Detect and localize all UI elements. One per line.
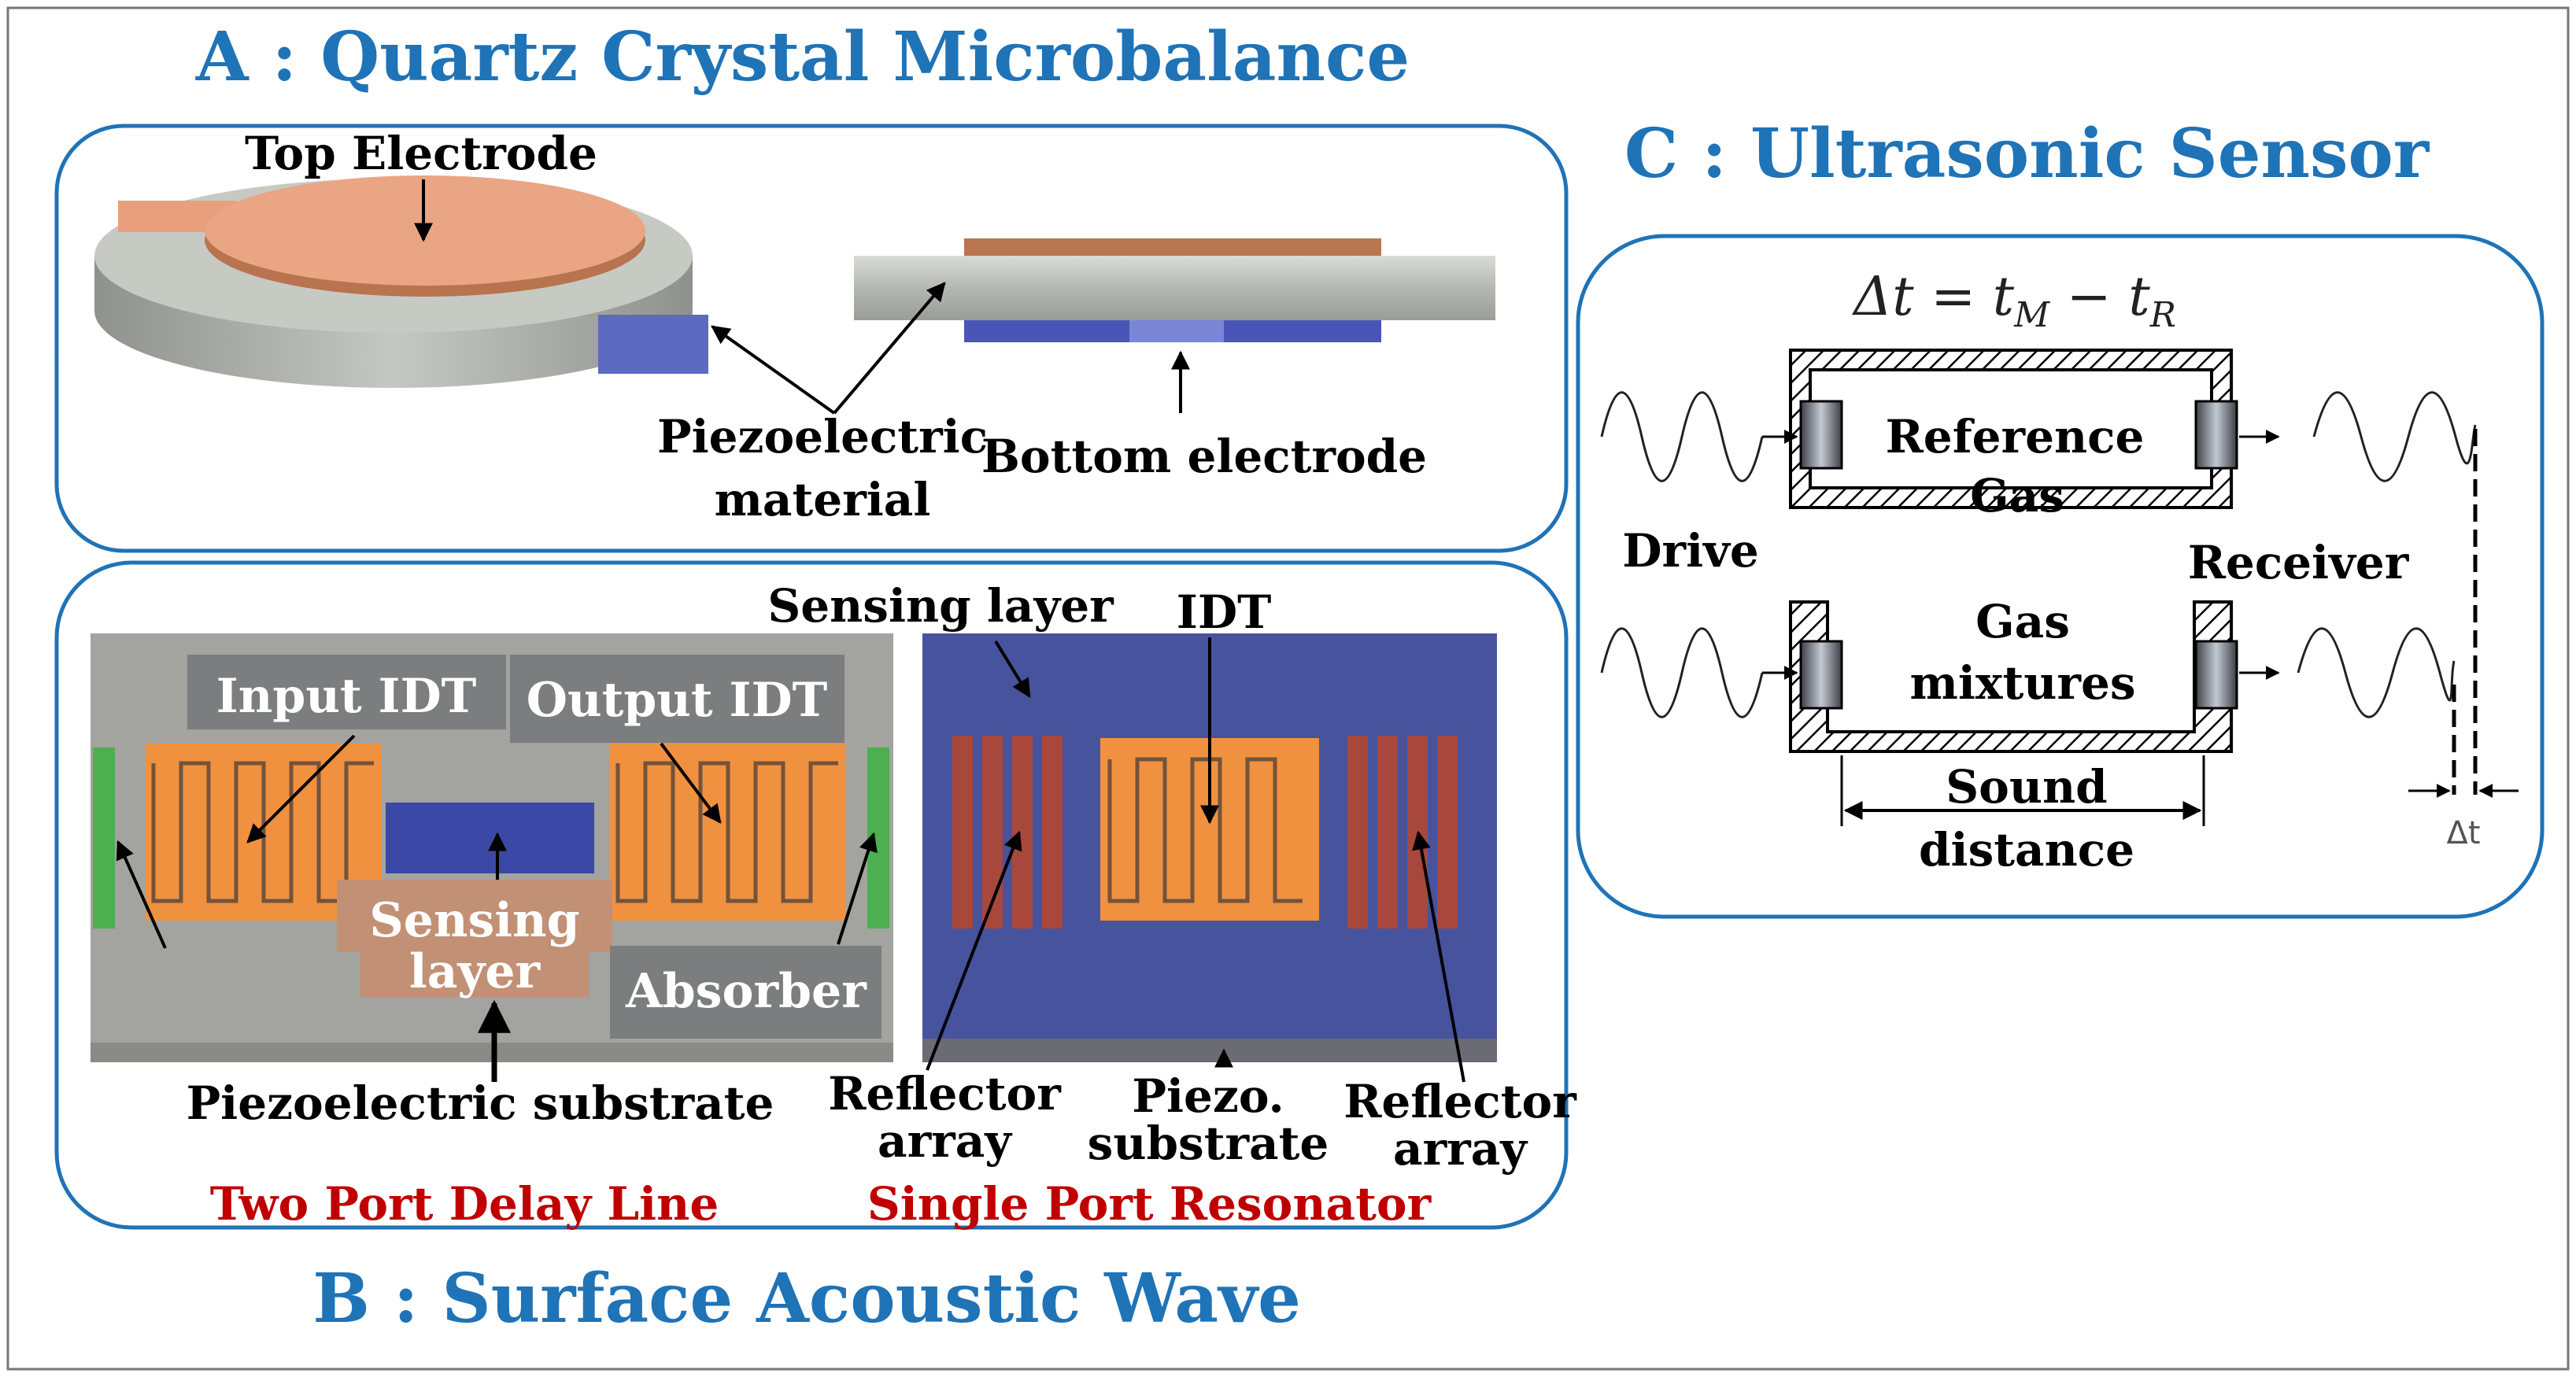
- reflector-left-label-2: array: [878, 1114, 1013, 1168]
- absorber-label: Absorber: [625, 964, 867, 1019]
- idt-label: IDT: [1177, 585, 1272, 639]
- two-port-caption: Two Port Delay Line: [210, 1177, 719, 1231]
- absorber-right: [867, 748, 889, 928]
- receiver-transducer-bottom: [2194, 640, 2238, 710]
- section-c-title: C : Ultrasonic Sensor: [1624, 114, 2430, 194]
- sound-distance-label-2: distance: [1919, 823, 2134, 877]
- reference-gas-label-2: Gas: [1970, 469, 2064, 522]
- piezo-material-label-2: material: [715, 473, 931, 526]
- input-idt-label: Input IDT: [216, 669, 477, 724]
- outer-frame: [6, 6, 2570, 1371]
- delta-t-equation: Δt = tM − tR: [1851, 266, 2176, 335]
- input-idt-arrow: [246, 734, 356, 844]
- receiver-wave-top: [2312, 391, 2477, 482]
- sensing-layer-top-label: Sensing layer: [767, 579, 1114, 633]
- absorber-left-arrow: [116, 840, 167, 949]
- qcm-disk-3d: [94, 175, 708, 388]
- qcm-side-view: [854, 238, 1495, 342]
- drive-transducer-top: [1799, 400, 1843, 470]
- input-idt-box: [187, 655, 506, 729]
- sensing-layer-label-2: layer: [409, 944, 541, 999]
- piezo-material-label-1: Piezoelectric: [657, 410, 988, 463]
- receiver-label: Receiver: [2188, 536, 2410, 589]
- output-idt-shape: [610, 744, 846, 921]
- sensing-layer-label-1: Sensing: [369, 893, 579, 948]
- output-idt-arrow: [660, 742, 722, 824]
- single-port-caption: Single Port Resonator: [867, 1177, 1432, 1231]
- drive-label: Drive: [1622, 524, 1759, 578]
- section-a-title: A : Quartz Crystal Microbalance: [195, 17, 1410, 97]
- section-a-panel: [54, 124, 1569, 553]
- receiver-transducer-top: [2194, 400, 2238, 470]
- piezo-arrow-right: [833, 282, 946, 415]
- sensing-layer-top-arrow: [994, 640, 1031, 699]
- gas-mixtures-label-1: Gas: [1975, 595, 2070, 648]
- drive-transducer-bottom: [1799, 640, 1843, 710]
- drive-wave-bottom: [1600, 627, 1764, 718]
- drive-wave-top: [1600, 391, 1764, 482]
- piezo-arrow-left: [711, 325, 836, 415]
- section-c-panel: [1576, 234, 2545, 919]
- absorber-left: [93, 748, 115, 928]
- sound-distance-label-1: Sound: [1946, 760, 2107, 814]
- delta-t-label: Δt: [2446, 815, 2480, 851]
- absorber-right-arrow: [837, 832, 878, 945]
- reflector-left-label-1: Reflector: [828, 1067, 1062, 1120]
- reflector-right-label-1: Reflector: [1343, 1075, 1577, 1128]
- top-electrode-label: Top Electrode: [245, 127, 597, 180]
- reflector-right-label-2: array: [1393, 1122, 1528, 1176]
- sensing-layer-shape: [386, 803, 594, 873]
- section-b-panel: [54, 560, 1569, 1230]
- absorber-box: [610, 946, 881, 1039]
- section-b-title: B : Surface Acoustic Wave: [312, 1259, 1301, 1338]
- piezo-substrate-label: Piezoelectric substrate: [187, 1076, 774, 1130]
- gas-mixtures-label-2: mixtures: [1909, 656, 2135, 710]
- reference-gas-label-1: Reference: [1886, 410, 2145, 463]
- mixture-tube: [1789, 600, 2238, 753]
- reflector-right-arrow: [1412, 830, 1465, 1083]
- bottom-electrode-label: Bottom electrode: [981, 430, 1427, 483]
- reflector-left-arrow: [926, 830, 1022, 1071]
- output-idt-label: Output IDT: [527, 673, 828, 728]
- piezo-short-label-1: Piezo.: [1132, 1069, 1284, 1123]
- reference-tube: [1789, 349, 2238, 509]
- piezo-short-label-2: substrate: [1088, 1117, 1329, 1170]
- output-idt-box: [510, 655, 844, 743]
- receiver-wave-bottom: [2297, 627, 2456, 718]
